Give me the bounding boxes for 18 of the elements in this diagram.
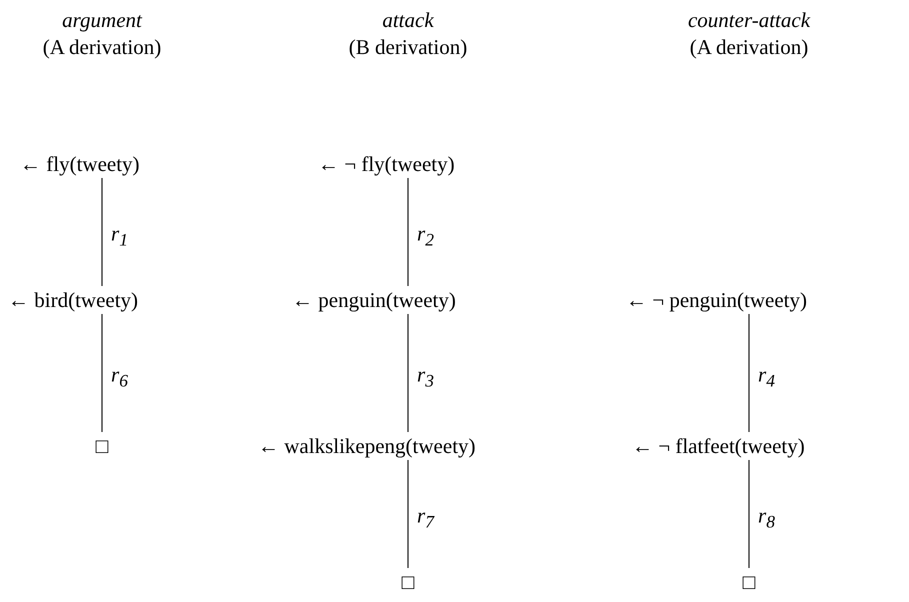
column-heading: counter-attack <box>688 8 810 33</box>
column-heading: argument <box>62 8 142 33</box>
goal-text: ← bird(tweety) <box>8 287 138 313</box>
goal-text: □ <box>402 569 414 595</box>
goal-text: ← ¬ flatfeet(tweety) <box>632 433 805 459</box>
goal-text: □ <box>742 569 756 595</box>
column-subheading: (A derivation) <box>690 35 808 60</box>
goal-text: ← ¬ fly(tweety) <box>318 151 455 177</box>
goal-text: ← penguin(tweety) <box>292 287 456 313</box>
derivation-line <box>748 460 750 568</box>
derivation-line <box>748 314 750 432</box>
column-subheading: (B derivation) <box>348 35 468 60</box>
goal-text: □ <box>96 433 108 459</box>
goal-text: ← walkslikepeng(tweety) <box>258 433 476 459</box>
column-subheading: (A derivation) <box>42 35 162 60</box>
goal-text: ← ¬ penguin(tweety) <box>626 287 807 313</box>
column-heading: attack <box>382 8 434 33</box>
goal-text: ← fly(tweety) <box>20 151 140 177</box>
